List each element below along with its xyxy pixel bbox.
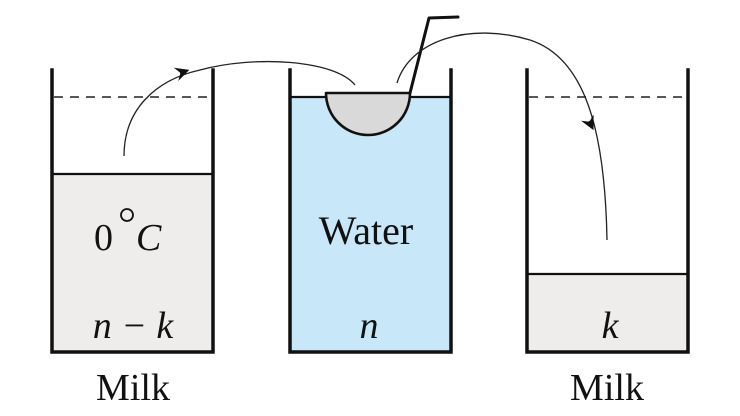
right-milk-fill (527, 274, 688, 352)
right-container-walls (525, 68, 690, 354)
transfer-arrow-into-water-head (173, 67, 190, 81)
water-fill (290, 97, 451, 352)
middle-water-container: Water n (288, 68, 453, 354)
left-milk-fill (52, 174, 213, 352)
left-temperature-unit: C (136, 217, 162, 259)
spoon-handle (408, 15, 460, 95)
transfer-arrow-into-water (123, 60, 356, 157)
left-container-walls (50, 68, 215, 354)
left-temperature-value: 0 (94, 217, 113, 259)
water-label: Water (319, 208, 414, 253)
middle-container-walls (288, 68, 453, 354)
transfer-arrow-out-of-water-head (581, 114, 594, 131)
left-milk-container: 0 C n − k (50, 68, 215, 354)
degree-symbol (120, 208, 134, 222)
spoon (324, 15, 460, 137)
left-amount-label: n − k (93, 305, 175, 347)
left-milk-caption: Milk (96, 367, 170, 409)
transfer-arrow-out-of-water (396, 32, 608, 241)
water-amount-label: n (360, 305, 379, 347)
spoon-bowl-outline (324, 91, 412, 137)
right-milk-caption: Milk (570, 367, 644, 409)
right-milk-container: k (525, 68, 690, 354)
right-amount-label: k (602, 305, 620, 347)
spoon-bowl (326, 93, 410, 135)
